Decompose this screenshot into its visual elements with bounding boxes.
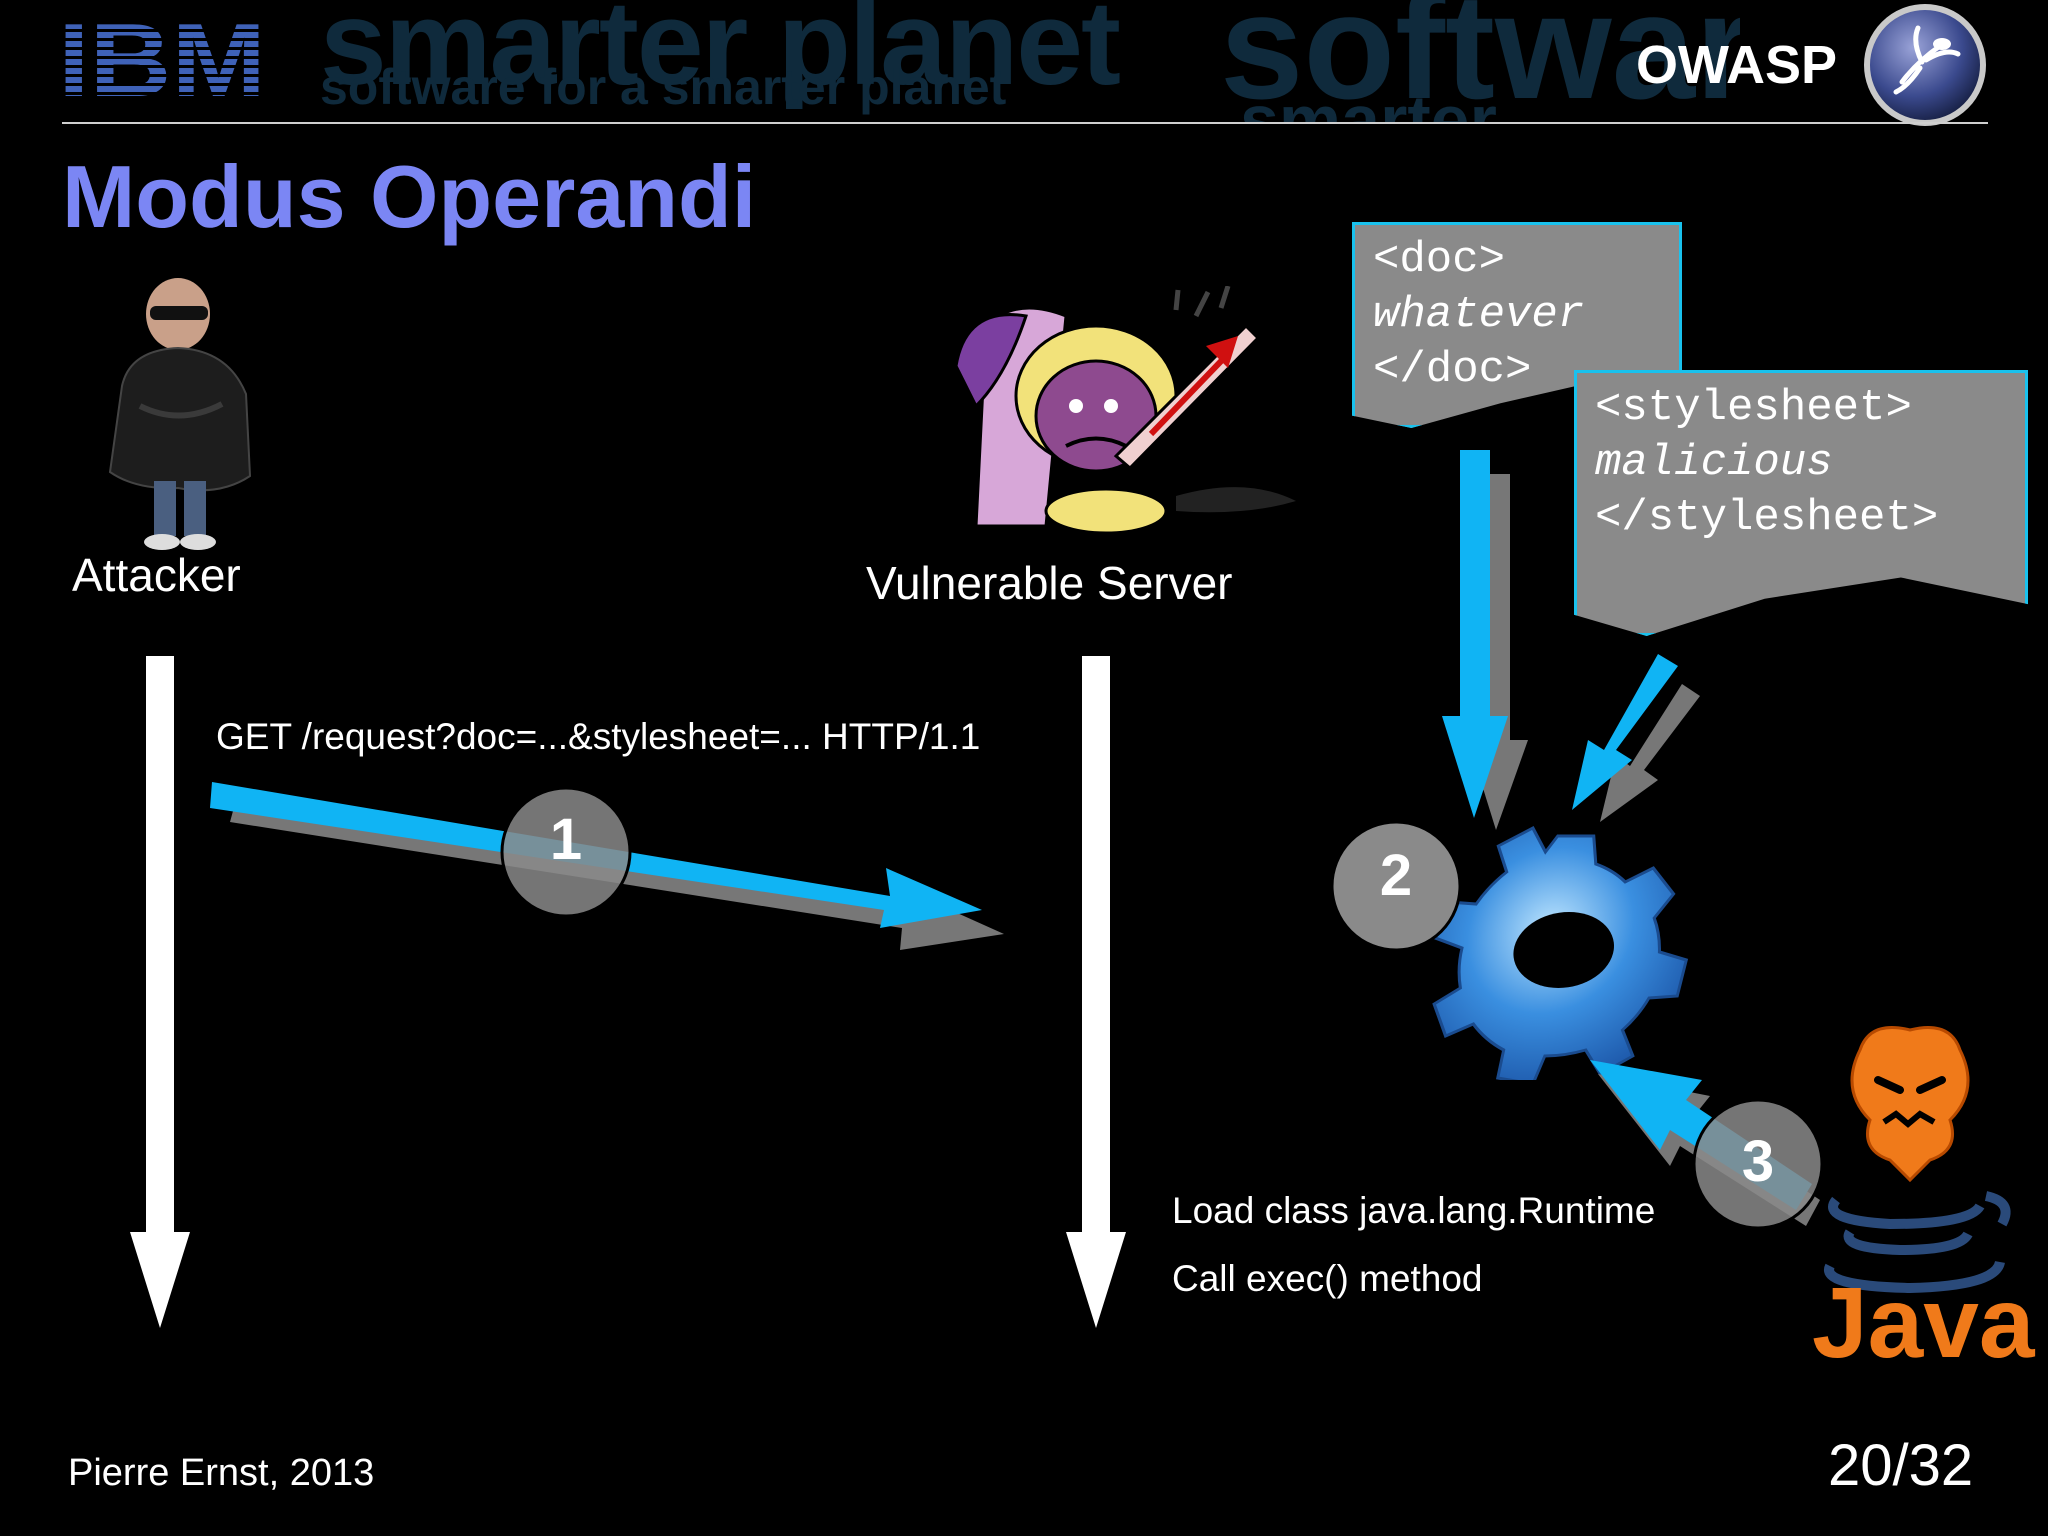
- evil-java-logo: [1824, 1026, 2011, 1294]
- owasp-wasp-logo: [1864, 4, 1986, 126]
- stylesheet-note: <stylesheet>malicious</stylesheet>: [1574, 370, 2028, 636]
- step-1-number: 1: [549, 807, 583, 872]
- page-number: 20/32: [1828, 1433, 1974, 1498]
- slide-title: Modus Operandi: [62, 147, 757, 246]
- doc-content: whatever: [1373, 290, 1585, 340]
- step-2-number: 2: [1379, 843, 1413, 908]
- gear-processor-icon: [1432, 826, 1689, 1080]
- header-divider: [62, 122, 1988, 124]
- step-1-badge: [500, 786, 632, 918]
- doc-close-tag: </doc>: [1373, 345, 1532, 395]
- java-wordmark: Java: [1812, 1267, 2035, 1379]
- server-label: Vulnerable Server: [866, 557, 1233, 609]
- http-request-text: GET /request?doc=...&stylesheet=... HTTP…: [216, 716, 981, 757]
- server-timeline-arrow: [1066, 656, 1126, 1328]
- attacker-label: Attacker: [72, 549, 241, 601]
- attacker-figure: [108, 278, 252, 550]
- sick-server-illustration: [954, 286, 1296, 535]
- stylesheet-open-tag: <stylesheet>: [1595, 383, 1912, 433]
- attacker-timeline-arrow: [130, 656, 190, 1328]
- ibm-logo: IBM: [58, 14, 268, 104]
- step-3-exec-text: Call exec() method: [1172, 1258, 1483, 1299]
- owasp-label: OWASP: [1636, 35, 1838, 95]
- footer-author: Pierre Ernst, 2013: [68, 1452, 375, 1494]
- step-2-badge: [1330, 820, 1462, 952]
- inputs-to-processor-arrows: [1442, 450, 1700, 830]
- doc-open-tag: <doc>: [1373, 235, 1506, 285]
- step-3-number: 3: [1741, 1129, 1775, 1194]
- stylesheet-content: malicious: [1595, 438, 1833, 488]
- step-3-badge: [1692, 1098, 1824, 1230]
- header-background-watermark: smarter planet software for a smarter pl…: [320, 0, 1740, 124]
- step-3-load-class-text: Load class java.lang.Runtime: [1172, 1190, 1656, 1231]
- stylesheet-close-tag: </stylesheet>: [1595, 493, 1939, 543]
